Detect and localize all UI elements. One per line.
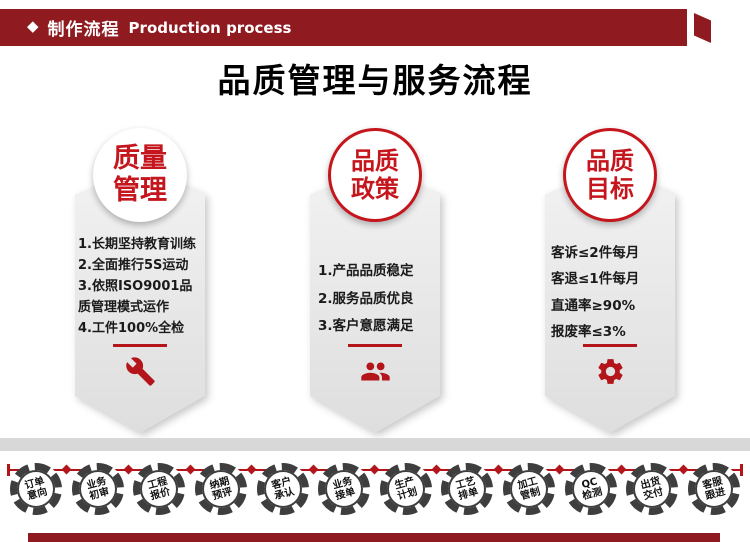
column-footer (300, 344, 450, 391)
circle-badge: 质量 管理 (93, 128, 187, 222)
step-label: 客服 跟进 (701, 475, 727, 503)
list-item: 4.工件100%全检 (78, 321, 185, 337)
timeline-diamond-icon (616, 464, 627, 475)
circle-badge: 品质 政策 (328, 128, 422, 222)
section-header-bar: ◆ 制作流程 Production process (0, 9, 687, 46)
timeline-diamond-icon (61, 464, 72, 475)
quality-policy-column: 品质 政策 1.产品品质稳定 2.服务品质优良 3.客户意愿满足 (300, 128, 450, 440)
step-label: 订单 意向 (23, 475, 49, 503)
diamond-icon: ◆ (27, 17, 39, 35)
people-icon (360, 362, 390, 381)
circle-label: 品质 目标 (586, 146, 634, 203)
ribbon-flag-icon (694, 13, 711, 43)
step-label: 生产 计划 (393, 475, 419, 503)
red-divider (348, 344, 402, 347)
section-title-en: Production process (128, 18, 292, 37)
process-step-gear: QC 检测 (564, 463, 617, 515)
quality-target-column: 品质 目标 客诉≤2件每月 客退≤1件每月 直通率≥90% 报废率≤3% (535, 128, 685, 440)
process-step-gear: 工艺 排单 (441, 463, 494, 515)
process-step-gear: 业务 初审 (71, 463, 124, 515)
timeline-diamond-icon (185, 464, 196, 475)
step-label: 纳期 预评 (208, 475, 234, 503)
circle-badge: 品质 目标 (563, 128, 657, 222)
list-item: 1.产品品质稳定 (318, 263, 414, 279)
process-step-gear: 工程 报价 (133, 463, 186, 515)
step-label: 客户 承认 (269, 475, 296, 503)
timeline-diamond-icon (123, 464, 134, 475)
list-item: 2.服务品质优良 (318, 290, 414, 307)
divider-bar (0, 438, 750, 451)
timeline-diamond-icon (493, 464, 504, 475)
circle-label: 品质 政策 (351, 146, 399, 203)
timeline-diamond-icon (554, 464, 565, 475)
gear-icon (597, 359, 623, 384)
step-label: 工艺 排单 (454, 475, 480, 503)
page-title: 品质管理与服务流程 (217, 61, 533, 100)
step-label: 工程 报价 (146, 475, 172, 503)
list-item: 3.客户意愿满足 (318, 318, 414, 335)
process-step-gear: 加工 管制 (503, 463, 555, 515)
list-item: 报废率≤3% (551, 323, 626, 340)
timeline-diamond-icon (308, 464, 319, 475)
next-section-bar (28, 533, 720, 542)
step-label: 加工 管制 (516, 475, 542, 503)
process-timeline: 订单 意向 业务 初审 工程 报价 纳期 预评 客户 承认 业务 接单 生产 计… (10, 463, 740, 515)
item-list: 客诉≤2件每月 客退≤1件每月 直通率≥90% 报废率≤3% (551, 240, 674, 345)
quality-management-column: 质量 管理 1.长期坚持教育训练 2.全面推行5S运动 3.依照ISO9001品… (65, 128, 215, 440)
process-step-gear: 客户 承认 (256, 463, 309, 515)
process-step-gear: 业务 接单 (318, 463, 371, 515)
list-item: 直通率≥90% (551, 297, 636, 314)
list-item: 3.依照ISO9001品质管理模式运作 (78, 279, 193, 316)
item-list: 1.长期坚持教育训练 2.全面推行5S运动 3.依照ISO9001品质管理模式运… (78, 234, 204, 339)
step-label: 出货 交付 (639, 475, 665, 503)
timeline-diamond-icon (246, 464, 257, 475)
step-label: 业务 初审 (84, 475, 111, 503)
column-footer (65, 344, 215, 391)
red-divider (583, 344, 637, 347)
section-title-zh: 制作流程 (47, 20, 120, 40)
timeline-diamond-icon (369, 464, 380, 475)
red-divider (113, 344, 167, 347)
step-label: QC 检测 (579, 475, 604, 503)
process-step-gear: 生产 计划 (379, 463, 432, 515)
timeline-endcap-left (7, 464, 10, 476)
process-step-gear: 客服 跟进 (687, 463, 740, 515)
list-item: 2.全面推行5S运动 (78, 258, 189, 274)
column-footer (535, 344, 685, 391)
list-item: 客诉≤2件每月 (551, 245, 640, 261)
list-item: 客退≤1件每月 (551, 271, 640, 288)
timeline-diamond-icon (431, 464, 442, 475)
circle-label: 质量 管理 (113, 143, 167, 206)
timeline-endcap-right (740, 464, 743, 476)
wrench-icon (125, 357, 155, 386)
step-label: 业务 接单 (331, 475, 357, 503)
process-step-gear: 订单 意向 (10, 463, 62, 515)
timeline-diamond-icon (678, 464, 689, 475)
process-step-gear: 出货 交付 (626, 463, 679, 515)
process-step-gear: 纳期 预评 (194, 463, 247, 515)
item-list: 1.产品品质稳定 2.服务品质优良 3.客户意愿满足 (318, 258, 439, 341)
list-item: 1.长期坚持教育训练 (78, 237, 196, 252)
